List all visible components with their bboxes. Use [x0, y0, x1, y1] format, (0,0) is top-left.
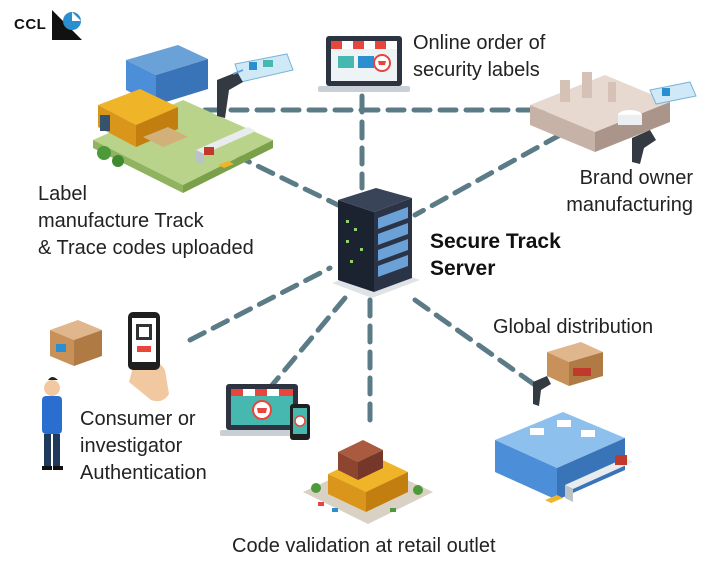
factory-scanner-icon [530, 72, 697, 164]
ccl-logo-icon [52, 10, 82, 40]
retail-store-icon [303, 440, 433, 524]
global-distribution-label: Global distribution [493, 316, 654, 338]
consumer-label: Consumer or investigator Authentication [80, 408, 207, 484]
link-retail-left [265, 295, 348, 393]
brand-owner-label: Brand owner manufacturing [566, 167, 693, 216]
link-distribution [412, 297, 538, 388]
person-phone-icon [42, 312, 169, 470]
retail-label: Code validation at retail outlet [232, 535, 496, 557]
link-consumer [187, 265, 333, 343]
server-rack-icon [332, 188, 420, 298]
scanner-label-icon [217, 53, 294, 118]
link-label-manufacture [232, 152, 341, 208]
server-label: Secure Track Server [430, 230, 561, 280]
laptop-shop-icon [318, 36, 410, 92]
ccl-logo-text: CCL [14, 16, 47, 33]
label-manufacture-label: Label manufacture Track & Trace codes up… [38, 183, 254, 259]
link-brand-owner [412, 132, 563, 218]
laptop-phone-shop-icon [220, 384, 310, 440]
warehouse-truck-icon [495, 342, 633, 503]
online-order-label: Online order of security labels [413, 32, 546, 81]
label-factory-icon [93, 45, 273, 193]
